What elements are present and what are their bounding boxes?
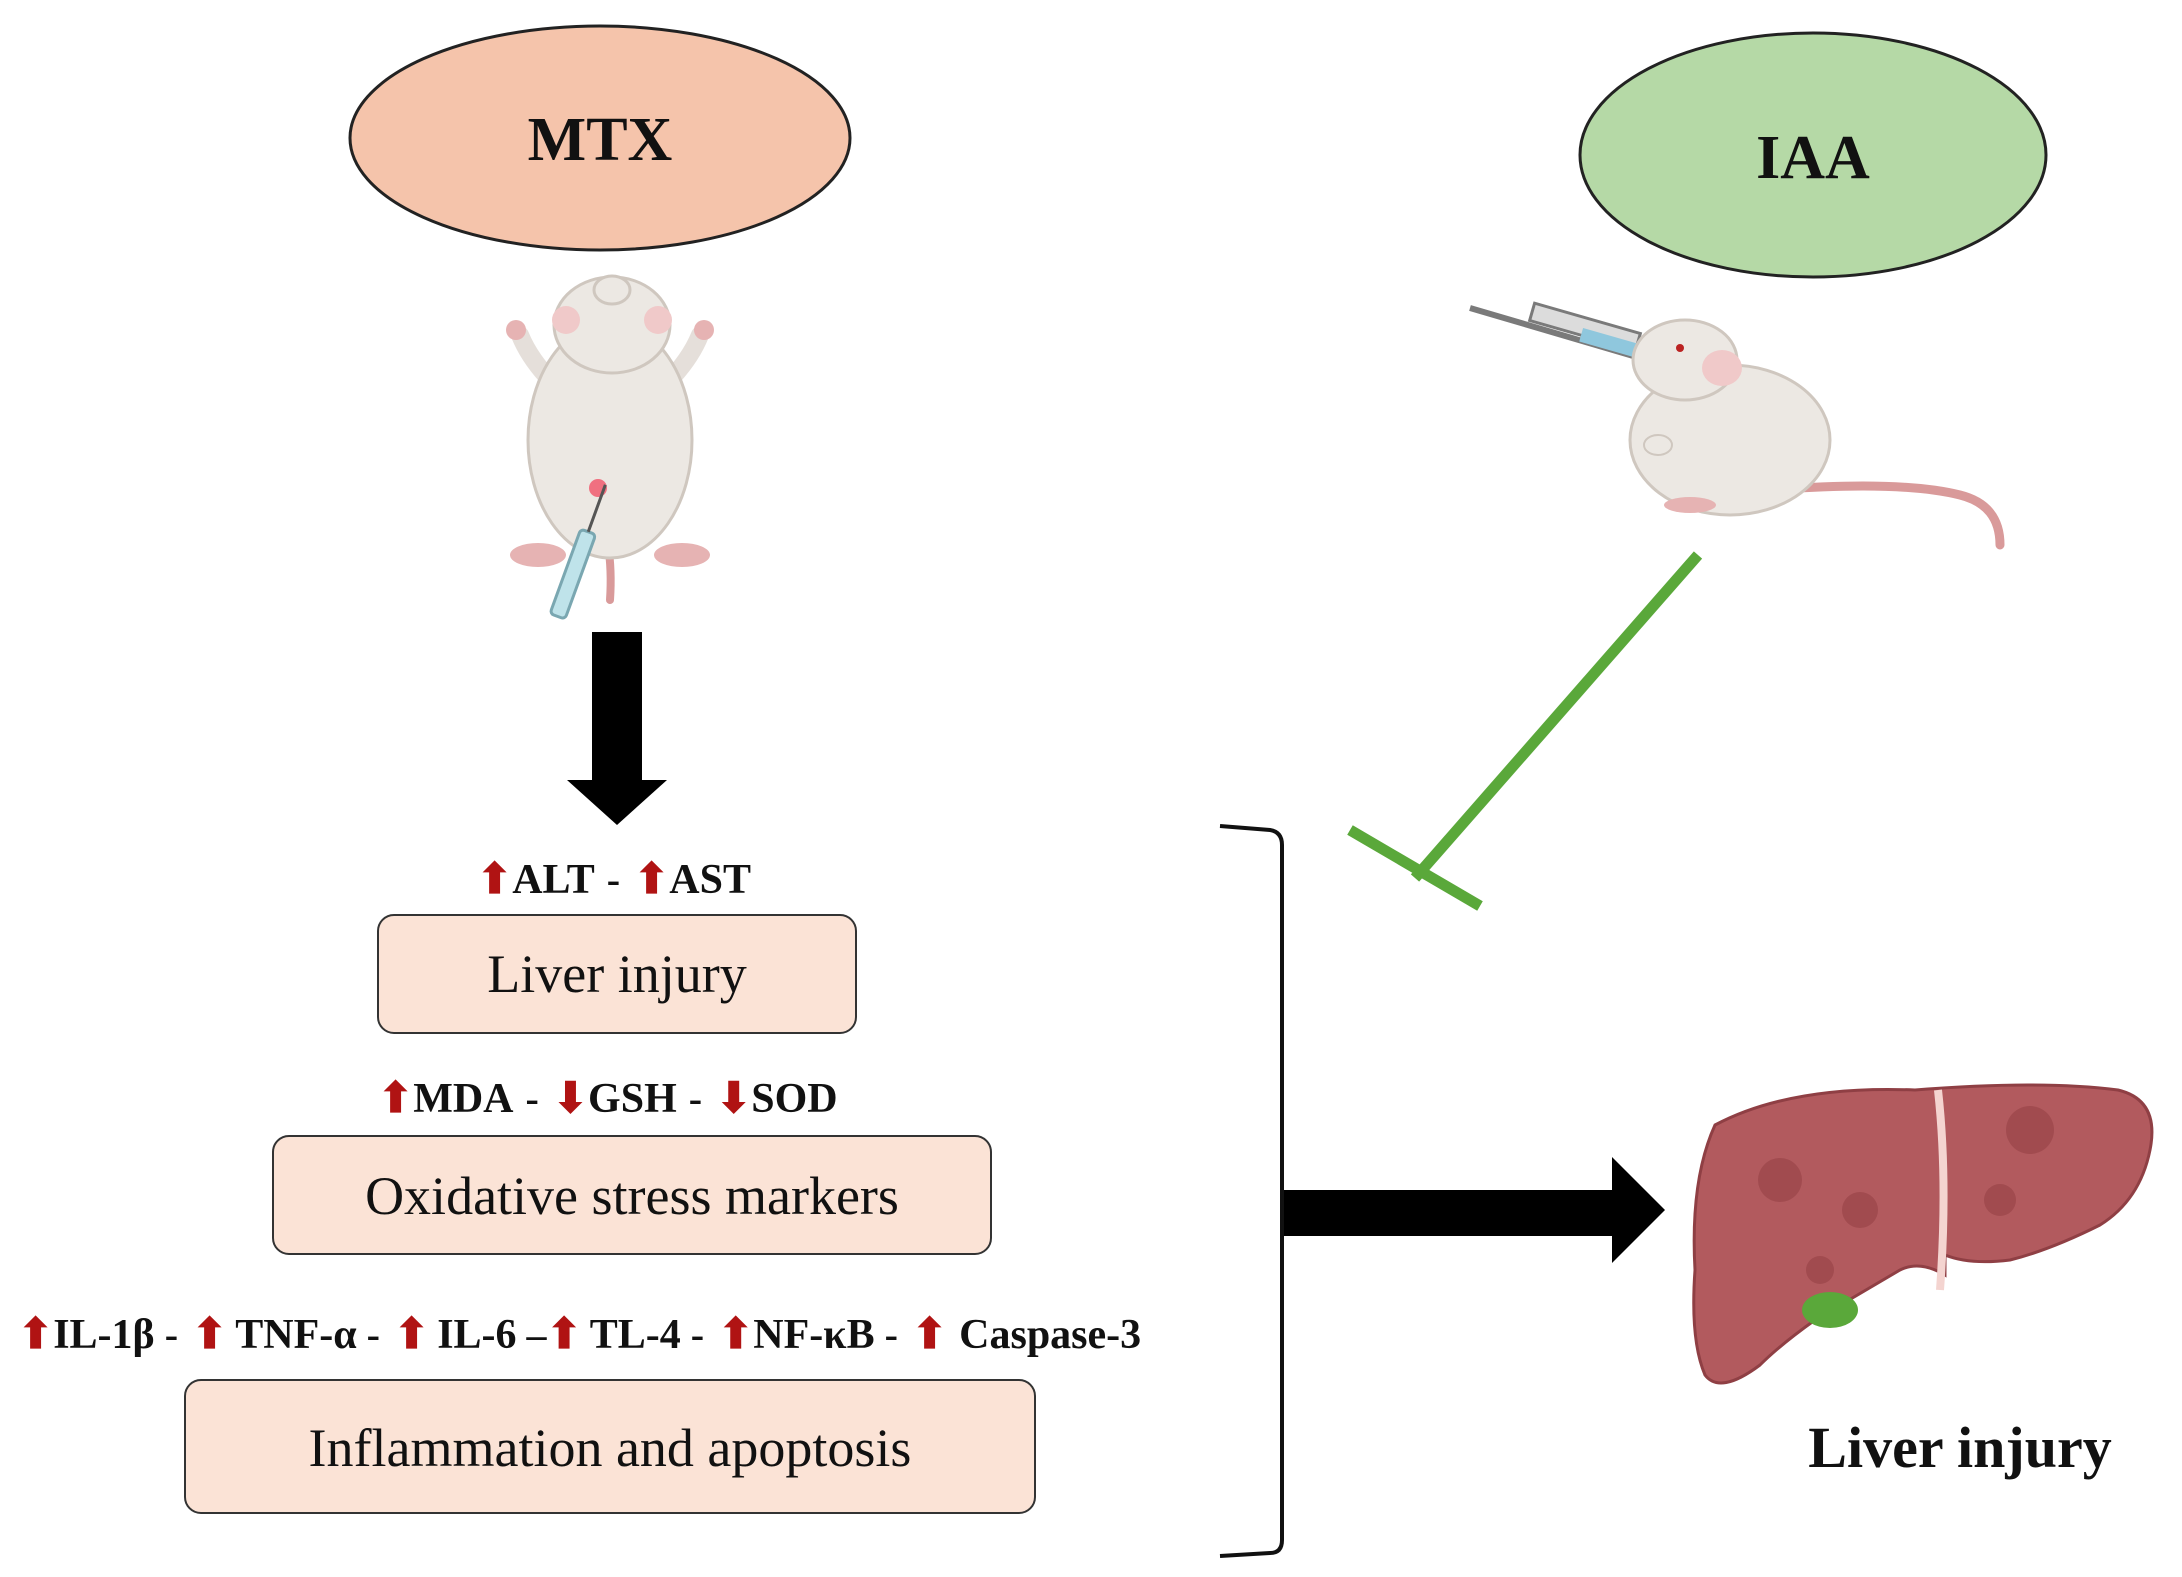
marker-ast: AST: [669, 857, 751, 903]
grouping-bracket: [1219, 824, 1284, 1558]
liver-icon: [1692, 1083, 2154, 1385]
up-arrow-icon: ⬆: [634, 857, 669, 903]
oxidative-markers-line: ⬆MDA-⬇GSH-⬇SOD: [378, 1076, 838, 1122]
marker-mda: MDA: [413, 1076, 514, 1122]
down-arrow-icon: ⬇: [716, 1076, 751, 1122]
mouse-injection-icon: [506, 274, 714, 620]
iaa-node: IAA: [1578, 31, 2048, 279]
marker-tnfa: TNF-α: [235, 1312, 357, 1358]
up-arrow-icon: ⬆: [378, 1076, 413, 1122]
inflammation-box: Inflammation and apoptosis: [184, 1379, 1036, 1514]
down-arrow: [567, 632, 667, 825]
inflammation-label: Inflammation and apoptosis: [309, 1418, 912, 1478]
marker-gsh: GSH: [588, 1076, 677, 1122]
up-arrow-icon: ⬆: [18, 1312, 53, 1358]
oxidative-label: Oxidative stress markers: [365, 1166, 899, 1226]
marker-tl4: TL-4: [590, 1312, 681, 1358]
up-arrow-icon: ⬆: [477, 857, 512, 903]
liver-injury-label: Liver injury: [487, 944, 746, 1004]
liver-markers-line: ⬆ALT-⬆AST: [477, 857, 751, 903]
liver-injury-box: Liver injury: [377, 914, 857, 1034]
marker-sod: SOD: [751, 1076, 837, 1122]
up-arrow-icon: ⬆: [394, 1312, 429, 1358]
up-arrow-icon: ⬆: [192, 1312, 227, 1358]
mtx-node: MTX: [348, 24, 852, 252]
down-arrow-icon: ⬇: [553, 1076, 588, 1122]
inhibition-line: [1347, 551, 1703, 911]
marker-nfkb: NF-κB: [753, 1312, 874, 1358]
marker-caspase3: Caspase-3: [959, 1312, 1141, 1358]
iaa-label: IAA: [1756, 124, 1870, 192]
up-arrow-icon: ⬆: [912, 1312, 947, 1358]
marker-il1b: IL-1β: [53, 1312, 154, 1358]
inflammation-markers-line: ⬆IL-1β-⬆TNF-α-⬆IL-6–⬆TL-4-⬆NF-κB-⬆Caspas…: [18, 1312, 1141, 1358]
mouse-oral-gavage-icon: [1469, 301, 2005, 550]
marker-il6: IL-6: [437, 1312, 516, 1358]
right-arrow: [1284, 1157, 1665, 1263]
up-arrow-icon: ⬆: [718, 1312, 753, 1358]
up-arrow-icon: ⬆: [547, 1312, 582, 1358]
outcome-label: Liver injury: [1808, 1415, 2111, 1480]
mtx-label: MTX: [528, 106, 673, 174]
oxidative-box: Oxidative stress markers: [272, 1135, 992, 1255]
marker-alt: ALT: [512, 857, 595, 903]
